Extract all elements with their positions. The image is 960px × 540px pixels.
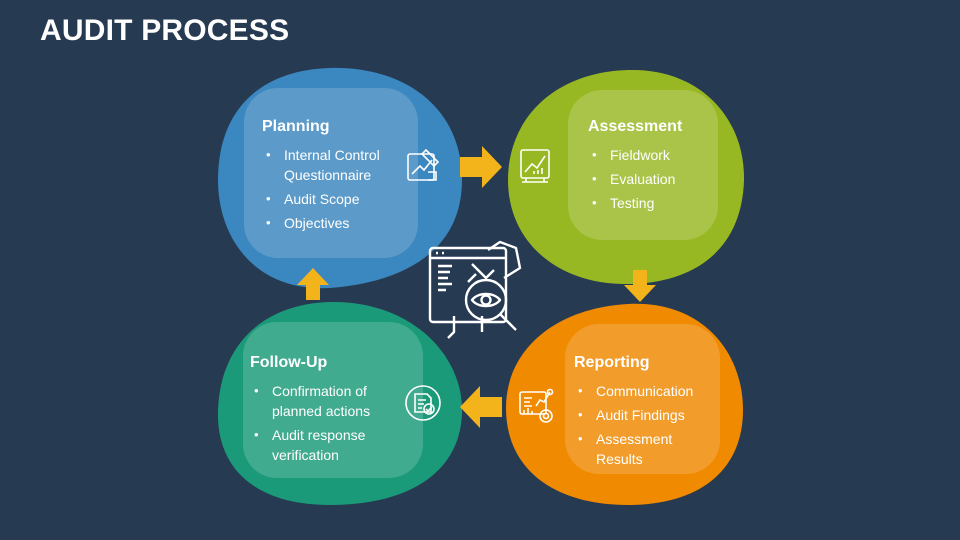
list-item: Audit Findings — [574, 405, 719, 425]
list-item: Testing — [588, 193, 718, 213]
arrow-up-icon — [297, 268, 329, 300]
followup-title: Follow-Up — [250, 354, 328, 371]
followup-content: Follow-Up Confirmation of planned action… — [250, 354, 400, 469]
list-item: Internal Control Questionnaire — [262, 145, 412, 185]
blueprint-icon — [407, 148, 440, 181]
arrow-right-icon — [460, 146, 502, 188]
list-item: Evaluation — [588, 169, 718, 189]
list-item: Audit response verification — [250, 425, 382, 465]
list-item: Assessment Results — [574, 429, 696, 469]
reporting-content: Reporting Communication Audit Findings A… — [574, 354, 719, 473]
arrow-down-icon — [624, 270, 656, 302]
page-title: AUDIT PROCESS — [40, 14, 290, 47]
dashboard-report-icon — [519, 388, 554, 423]
assessment-inner — [568, 90, 718, 240]
followup-list: Confirmation of planned actions Audit re… — [250, 381, 400, 465]
document-magnifier-eye-icon — [428, 240, 522, 339]
planning-content: Planning Internal Control Questionnaire … — [262, 118, 412, 237]
list-item: Confirmation of planned actions — [250, 381, 400, 421]
list-item: Communication — [574, 381, 719, 401]
list-item: Objectives — [262, 213, 412, 233]
list-item: Fieldwork — [588, 145, 718, 165]
list-item: Audit Scope — [262, 189, 412, 209]
assessment-title: Assessment — [588, 118, 683, 135]
document-check-icon — [405, 385, 441, 421]
planning-list: Internal Control Questionnaire Audit Sco… — [262, 145, 412, 233]
arrow-left-icon — [460, 386, 502, 428]
assessment-list: Fieldwork Evaluation Testing — [588, 145, 718, 213]
reporting-list: Communication Audit Findings Assessment … — [574, 381, 719, 469]
reporting-title: Reporting — [574, 354, 650, 371]
chart-board-icon — [520, 149, 550, 183]
assessment-content: Assessment Fieldwork Evaluation Testing — [588, 118, 718, 217]
planning-title: Planning — [262, 118, 330, 135]
